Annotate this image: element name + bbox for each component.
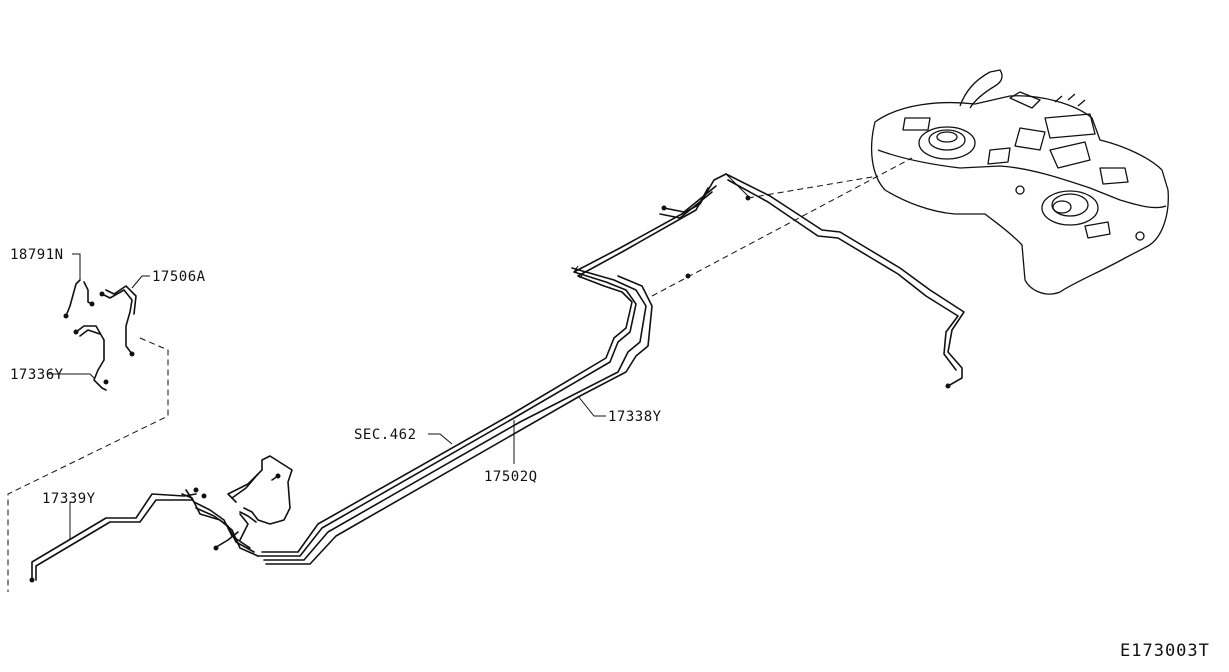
diagram-reference-code: E173003T <box>1120 641 1210 661</box>
line-17339y <box>29 493 197 583</box>
dashed-leaders <box>7 157 913 592</box>
label-17338y: 17338Y <box>608 409 662 425</box>
tank-return-line <box>725 173 965 389</box>
label-17339y: 17339Y <box>42 491 96 507</box>
label-18791n: 18791N <box>10 247 64 263</box>
label-leaders <box>48 253 606 540</box>
label-17506a: 17506A <box>152 269 206 285</box>
main-fuel-lines <box>257 173 751 565</box>
label-17336y: 17336Y <box>10 367 64 383</box>
label-17502q: 17502Q <box>484 469 538 485</box>
label-sec462: SEC.462 <box>354 427 417 443</box>
front-pipe-cluster <box>181 455 293 557</box>
small-parts-group <box>63 279 137 391</box>
fuel-tank <box>870 69 1169 295</box>
